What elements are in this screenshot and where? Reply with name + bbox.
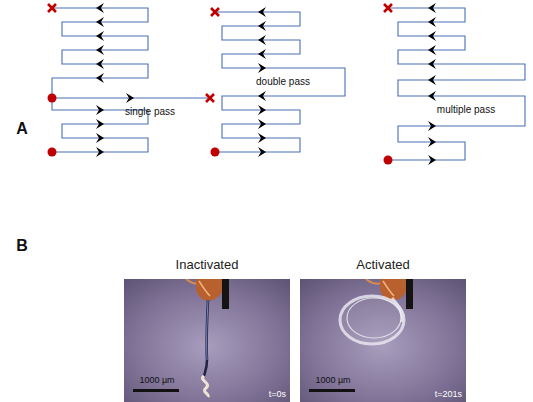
flow-chevron (428, 17, 436, 27)
pass-label: multiple pass (424, 104, 508, 116)
flow-chevron (258, 7, 266, 17)
electrode-highlight (199, 281, 210, 296)
flow-chevron (258, 105, 266, 115)
photo-background (124, 279, 290, 402)
micrograph (124, 279, 290, 402)
outlet-mark (48, 4, 56, 12)
channel-group (52, 8, 210, 152)
electrode (196, 279, 222, 301)
inlet-dot (384, 156, 393, 165)
photo-panel: Activated1000 µmt=201s (300, 279, 466, 402)
inlet-dot (48, 94, 57, 103)
flow-chevron (96, 119, 104, 129)
flow-chevron (258, 35, 266, 45)
flow-chevron (428, 45, 436, 55)
time-stamp: t=201s (435, 389, 462, 400)
time-stamp: t=0s (269, 389, 286, 400)
flow-chevron (96, 17, 104, 27)
flow-chevron (96, 3, 104, 13)
flow-chevron (428, 91, 436, 101)
inlet-dot (211, 148, 220, 157)
fiber-end (202, 376, 208, 397)
outlet-mark (211, 8, 219, 16)
flow-chevron (428, 137, 436, 147)
pass-label: double pass (246, 76, 320, 88)
outlet-mark (206, 94, 214, 102)
flow-chevron (258, 133, 266, 143)
outlet-mark (384, 4, 392, 12)
scale-label: 1000 µm (304, 375, 362, 386)
flow-chevron (428, 59, 436, 69)
panel-letter: A (10, 119, 34, 138)
fiber-loop (340, 296, 404, 344)
serpentine-channel (215, 12, 345, 152)
flow-chevron (428, 121, 436, 131)
flow-chevron (96, 31, 104, 41)
flow-chevron (96, 73, 104, 83)
flow-chevron (428, 155, 436, 165)
pass-label: single pass (113, 106, 187, 118)
fiber-highlight (207, 300, 208, 360)
flow-chevron (258, 91, 266, 101)
flow-chevron (428, 75, 436, 85)
probe (406, 279, 413, 309)
probe (222, 279, 229, 309)
scale-bar (309, 389, 355, 392)
flow-chevron (96, 133, 104, 143)
flow-chevron (96, 45, 104, 55)
panel-title: Inactivated (124, 257, 290, 273)
fiber (204, 300, 208, 376)
serpentine-channel (388, 8, 525, 160)
flow-chevron (258, 147, 266, 157)
inlet-dot (48, 148, 57, 157)
flow-chevron (258, 63, 266, 73)
micrograph (300, 279, 466, 402)
flow-chevron (258, 119, 266, 129)
scale-label: 1000 µm (128, 375, 186, 386)
flow-chevron (126, 93, 134, 103)
flow-chevron (96, 105, 104, 115)
flow-chevron (258, 21, 266, 31)
electrode-highlight (383, 281, 394, 296)
fiber-loop-highlight (347, 298, 401, 338)
flow-chevron (96, 147, 104, 157)
photo-panel: Inactivated1000 µmt=0s (124, 279, 290, 402)
serpentine-channel (52, 8, 148, 98)
scale-bar (133, 389, 179, 392)
flow-chevron (96, 59, 104, 69)
panel-letter: B (10, 236, 34, 255)
photo-background (300, 279, 466, 402)
flow-chevron (258, 49, 266, 59)
panel-title: Activated (300, 257, 466, 273)
flow-chevron (428, 31, 436, 41)
flow-chevron (428, 3, 436, 13)
